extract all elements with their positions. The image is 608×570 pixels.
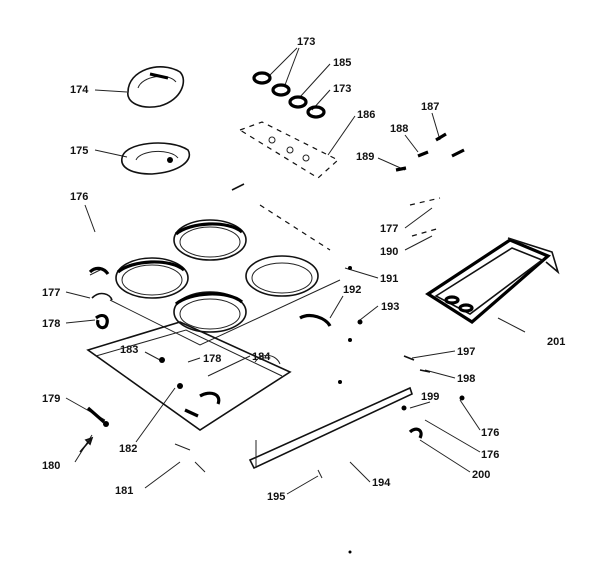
callout-179: 179: [42, 393, 60, 405]
callout-185: 185: [333, 57, 351, 69]
callout-173-mid: 173: [333, 83, 351, 95]
control-panel-186: [238, 121, 340, 179]
callout-174: 174: [70, 84, 89, 96]
leader-lines: [65, 47, 526, 495]
knobs-173: [252, 71, 326, 119]
small-parts-187-189: [395, 132, 465, 172]
glass-panel-201: [425, 237, 560, 324]
fasteners: [79, 406, 206, 473]
callout-199: 199: [421, 391, 439, 403]
callout-189: 189: [356, 151, 374, 163]
stray-dot: [348, 550, 352, 554]
callout-181: 181: [115, 485, 133, 497]
callout-192: 192: [343, 284, 361, 296]
callout-178-left: 178: [42, 318, 60, 330]
callout-190: 190: [380, 246, 398, 258]
callout-191: 191: [380, 273, 398, 285]
callout-180: 180: [42, 460, 60, 472]
callout-183: 183: [120, 344, 138, 356]
callout-187: 187: [421, 101, 439, 113]
callout-176-right: 176: [481, 427, 499, 439]
callout-184: 184: [252, 351, 271, 363]
callout-177-left: 177: [42, 287, 60, 299]
right-parts-197-200: [401, 355, 465, 439]
burner-box: [86, 321, 292, 431]
callout-195: 195: [267, 491, 285, 503]
callout-177-right: 177: [380, 223, 398, 235]
callout-201: 201: [547, 336, 565, 348]
left-parts-177-178: [88, 266, 113, 330]
callout-194: 194: [372, 477, 391, 489]
callout-198: 198: [457, 373, 475, 385]
callout-186: 186: [357, 109, 375, 121]
callout-193: 193: [381, 301, 399, 313]
callout-176-top: 176: [70, 191, 88, 203]
ring-174: [127, 66, 185, 108]
cooktop-elements: [89, 183, 341, 346]
callout-176-lower: 176: [481, 449, 499, 461]
callout-175: 175: [70, 145, 88, 157]
callout-200: 200: [472, 469, 490, 481]
callout-178-mid: 178: [203, 353, 221, 365]
callout-188: 188: [390, 123, 408, 135]
callout-173-top: 173: [297, 36, 315, 48]
bracket-194: [248, 338, 413, 479]
callout-182: 182: [119, 443, 137, 455]
mid-parts-190-193: [299, 197, 441, 327]
callout-197: 197: [457, 346, 475, 358]
ring-175: [121, 142, 191, 175]
